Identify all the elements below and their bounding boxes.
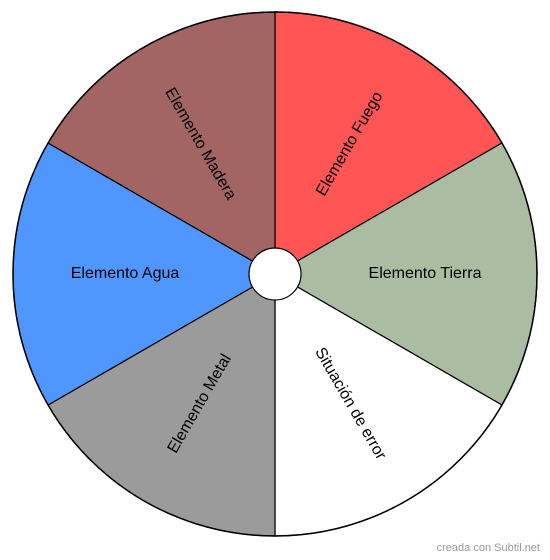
wheel-outline: [12, 11, 538, 537]
watermark-text: creada con Subtil.net: [436, 542, 540, 554]
segment-label-elemento-tierra: Elemento Tierra: [369, 265, 482, 282]
segment-label-elemento-agua: Elemento Agua: [71, 265, 180, 282]
center-hub: [248, 247, 302, 301]
